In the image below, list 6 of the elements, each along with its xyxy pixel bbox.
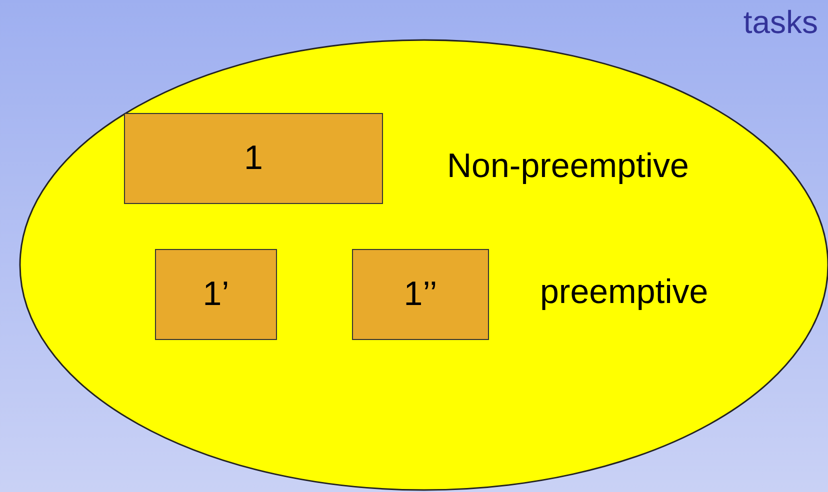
task-box: 1’ [155,249,277,340]
task-box: 1’’ [352,249,489,340]
set-heading: tasks [743,4,818,41]
task-box: 1 [124,113,383,204]
category-label: Non-preemptive [447,147,689,186]
category-label: preemptive [540,273,708,312]
